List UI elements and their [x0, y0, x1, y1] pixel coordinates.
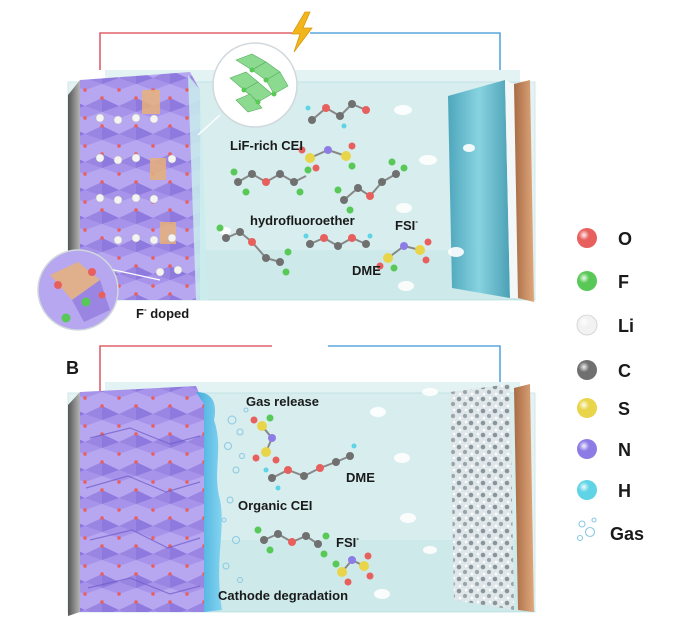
top-molecule-hfe-1 [230, 166, 312, 196]
bottom-molecule-dme [263, 443, 357, 491]
legend: O F Li C S N H [576, 228, 644, 544]
gas-release-label: Gas release [246, 394, 319, 409]
top-cathode-collector [68, 80, 80, 305]
top-wire-red [99, 32, 292, 70]
bottom-molecule-fsi-2 [332, 552, 374, 586]
bottom-fsi-label: FSI- [336, 534, 359, 550]
legend-label-c: C [618, 361, 631, 381]
bottom-gas-bubbles [221, 407, 249, 583]
hydrofluoroether-label: hydrofluoroether [250, 213, 355, 228]
panel-b-letter: B [66, 358, 79, 378]
top-molecule-hfe-2 [334, 158, 408, 214]
lightning-icon [291, 11, 313, 53]
top-electrolyte-bubbles [219, 105, 475, 291]
cathode-degradation-label: Cathode degradation [218, 588, 348, 603]
top-cell: LiF-rich CEI hydrofluoroether FSI- DME F… [37, 11, 536, 331]
legend-label-o: O [618, 229, 632, 249]
legend-label-f: F [618, 272, 629, 292]
legend-item-o: O [577, 228, 632, 249]
top-li-rows [95, 113, 183, 277]
legend-swatch-gas [576, 517, 597, 542]
legend-item-li: Li [576, 314, 634, 336]
top-molecule-ether-1 [305, 100, 370, 129]
top-molecule-dme [303, 233, 373, 250]
legend-item-h: H [577, 480, 631, 501]
f-doped-zoom-inset [37, 249, 161, 331]
bottom-dme-label: DME [346, 470, 375, 485]
legend-label-n: N [618, 440, 631, 460]
bottom-molecule-fsi-1 [250, 414, 280, 464]
legend-label-h: H [618, 481, 631, 501]
bottom-anode-porous [450, 384, 514, 610]
lif-cei-label: LiF-rich CEI [230, 138, 303, 153]
top-cathode-orange-faces [142, 90, 176, 244]
legend-item-n: N [577, 439, 631, 460]
bottom-molecule-hfe [254, 526, 330, 558]
organic-cei-label: Organic CEI [238, 498, 312, 513]
top-anode-white-sheet [505, 80, 518, 298]
top-dme-label: DME [352, 263, 381, 278]
legend-item-gas: Gas [576, 517, 644, 544]
cei-zoom-inset [197, 42, 298, 136]
bottom-wire-red [99, 345, 272, 395]
top-fsi-label: FSI- [395, 217, 418, 233]
legend-label-gas: Gas [610, 524, 644, 544]
bottom-anode-collector [514, 384, 534, 612]
top-lif-cei-layer [188, 75, 208, 300]
legend-label-li: Li [618, 316, 634, 336]
bottom-cathode-cracks [85, 427, 201, 595]
bottom-wire-blue [328, 345, 501, 385]
top-molecule-fsi-2 [376, 238, 432, 272]
f-doped-label: F- doped [136, 305, 189, 321]
bottom-cell: B [66, 345, 536, 616]
top-molecule-hfe-3 [216, 224, 292, 276]
top-anode-electrolyte-sheet [448, 80, 510, 298]
top-molecule-fsi-1 [298, 142, 356, 172]
legend-item-f: F [577, 271, 629, 292]
legend-item-s: S [577, 398, 630, 419]
bottom-electrolyte-bubbles [370, 388, 438, 599]
legend-item-c: C [577, 360, 631, 381]
bottom-cathode-collector [68, 392, 80, 616]
legend-label-s: S [618, 399, 630, 419]
bottom-cathode-block [80, 386, 204, 612]
top-anode-collector [514, 80, 534, 302]
bottom-organic-cei-layer [196, 392, 222, 612]
top-wire-blue [310, 32, 501, 75]
